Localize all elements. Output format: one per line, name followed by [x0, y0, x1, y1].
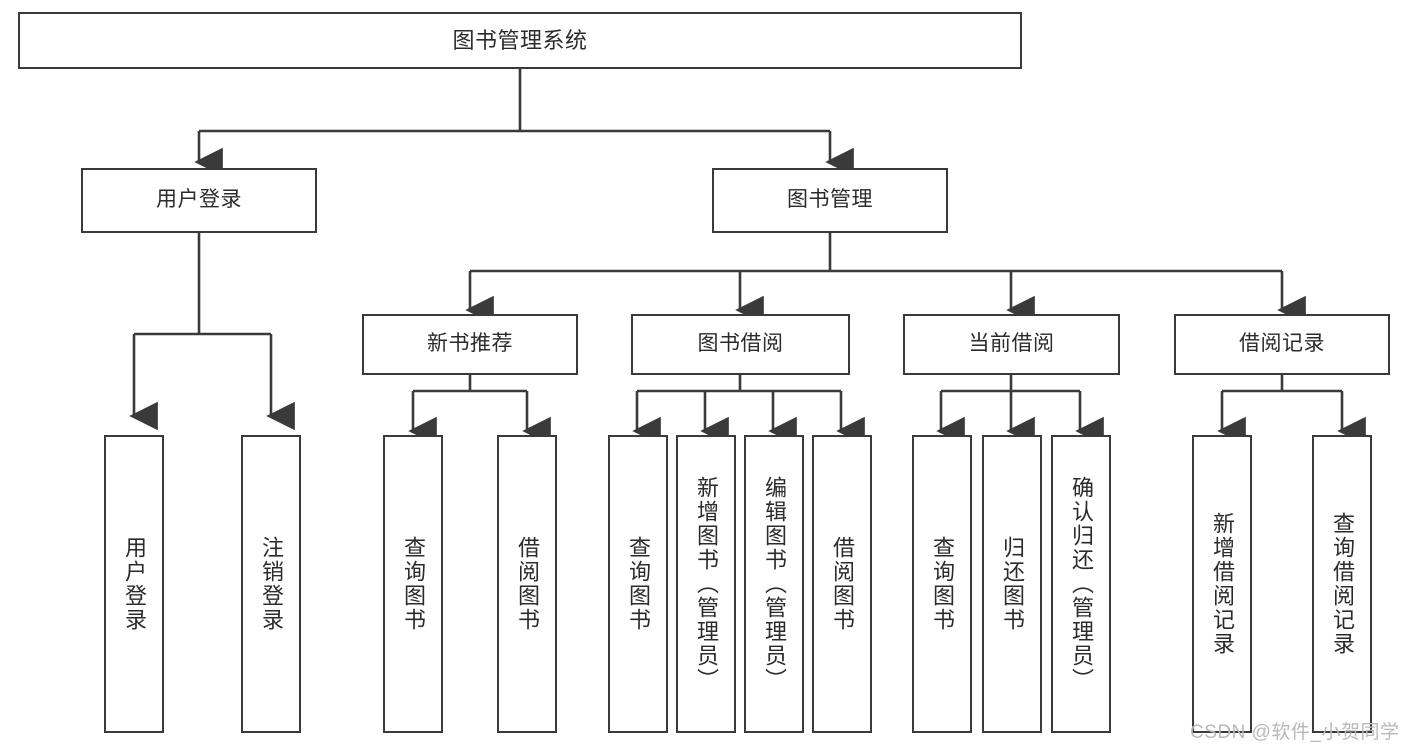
node-leaf-borrow-book-2[interactable]: 借阅图书	[812, 435, 872, 733]
node-leaf-query-book-1-label: 查询图书	[401, 536, 426, 632]
node-new-book-recommend-label: 新书推荐	[427, 332, 513, 356]
node-book-manage[interactable]: 图书管理	[712, 168, 948, 233]
node-leaf-return-book-label: 归还图书	[1000, 536, 1025, 632]
node-current-borrow-label: 当前借阅	[968, 332, 1055, 356]
node-borrow-record[interactable]: 借阅记录	[1174, 314, 1390, 375]
node-book-borrow-label: 图书借阅	[697, 332, 784, 356]
node-leaf-query-record-label: 查询借阅记录	[1330, 512, 1355, 656]
node-leaf-query-book-3[interactable]: 查询图书	[912, 435, 972, 733]
node-leaf-user-logout-label: 注销登录	[259, 536, 284, 632]
node-leaf-query-record[interactable]: 查询借阅记录	[1312, 435, 1372, 733]
node-leaf-confirm-return[interactable]: 确认归还（管理员）	[1051, 435, 1111, 733]
node-leaf-borrow-book-2-label: 借阅图书	[830, 536, 855, 632]
node-leaf-borrow-book-1[interactable]: 借阅图书	[497, 435, 557, 733]
node-leaf-query-book-1[interactable]: 查询图书	[383, 435, 443, 733]
node-leaf-query-book-2[interactable]: 查询图书	[608, 435, 668, 733]
node-leaf-user-login-label: 用户登录	[122, 536, 147, 632]
node-leaf-add-record[interactable]: 新增借阅记录	[1192, 435, 1252, 733]
node-leaf-query-book-3-label: 查询图书	[930, 536, 955, 632]
node-borrow-record-label: 借阅记录	[1239, 332, 1325, 356]
node-root[interactable]: 图书管理系统	[18, 12, 1022, 69]
node-user-login[interactable]: 用户登录	[81, 168, 317, 233]
node-leaf-user-logout[interactable]: 注销登录	[241, 435, 301, 733]
node-leaf-user-login[interactable]: 用户登录	[104, 435, 164, 733]
node-current-borrow[interactable]: 当前借阅	[903, 314, 1120, 375]
csdn-watermark: CSDN @软件_小贺同学	[1190, 722, 1400, 743]
node-leaf-edit-book-label: 编辑图书（管理员）	[762, 476, 787, 692]
node-leaf-add-book[interactable]: 新增图书（管理员）	[676, 435, 736, 733]
node-root-label: 图书管理系统	[452, 27, 588, 53]
node-book-manage-label: 图书管理	[787, 188, 873, 212]
node-leaf-add-book-label: 新增图书（管理员）	[694, 476, 719, 692]
node-leaf-borrow-book-1-label: 借阅图书	[515, 536, 540, 632]
node-leaf-query-book-2-label: 查询图书	[626, 536, 651, 632]
node-book-borrow[interactable]: 图书借阅	[631, 314, 850, 375]
node-leaf-confirm-return-label: 确认归还（管理员）	[1069, 476, 1094, 692]
node-leaf-edit-book[interactable]: 编辑图书（管理员）	[744, 435, 804, 733]
node-leaf-add-record-label: 新增借阅记录	[1210, 512, 1235, 656]
node-leaf-return-book[interactable]: 归还图书	[982, 435, 1042, 733]
node-user-login-label: 用户登录	[156, 188, 242, 212]
node-new-book-recommend[interactable]: 新书推荐	[362, 314, 578, 375]
